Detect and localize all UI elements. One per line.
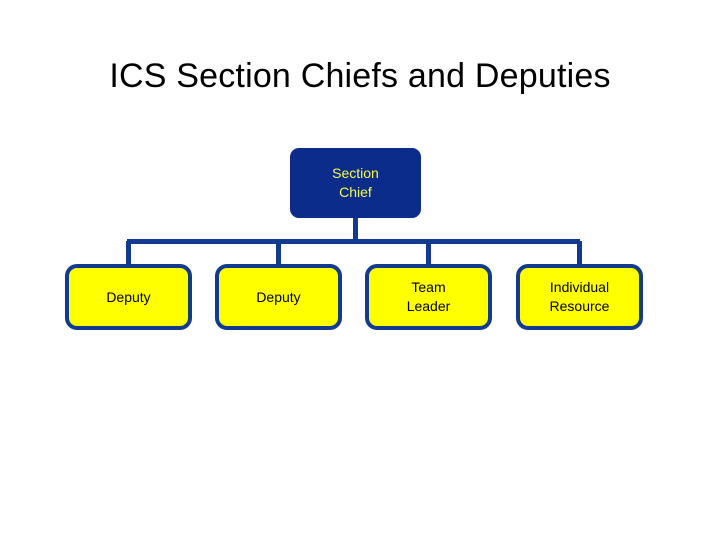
node-deputy-1-label: Deputy [106, 288, 151, 305]
node-deputy-2-label: Deputy [256, 288, 301, 305]
page-title: ICS Section Chiefs and Deputies [109, 57, 611, 95]
node-deputy-2[interactable]: Deputy [215, 264, 342, 330]
node-deputy-1[interactable]: Deputy [65, 264, 192, 330]
